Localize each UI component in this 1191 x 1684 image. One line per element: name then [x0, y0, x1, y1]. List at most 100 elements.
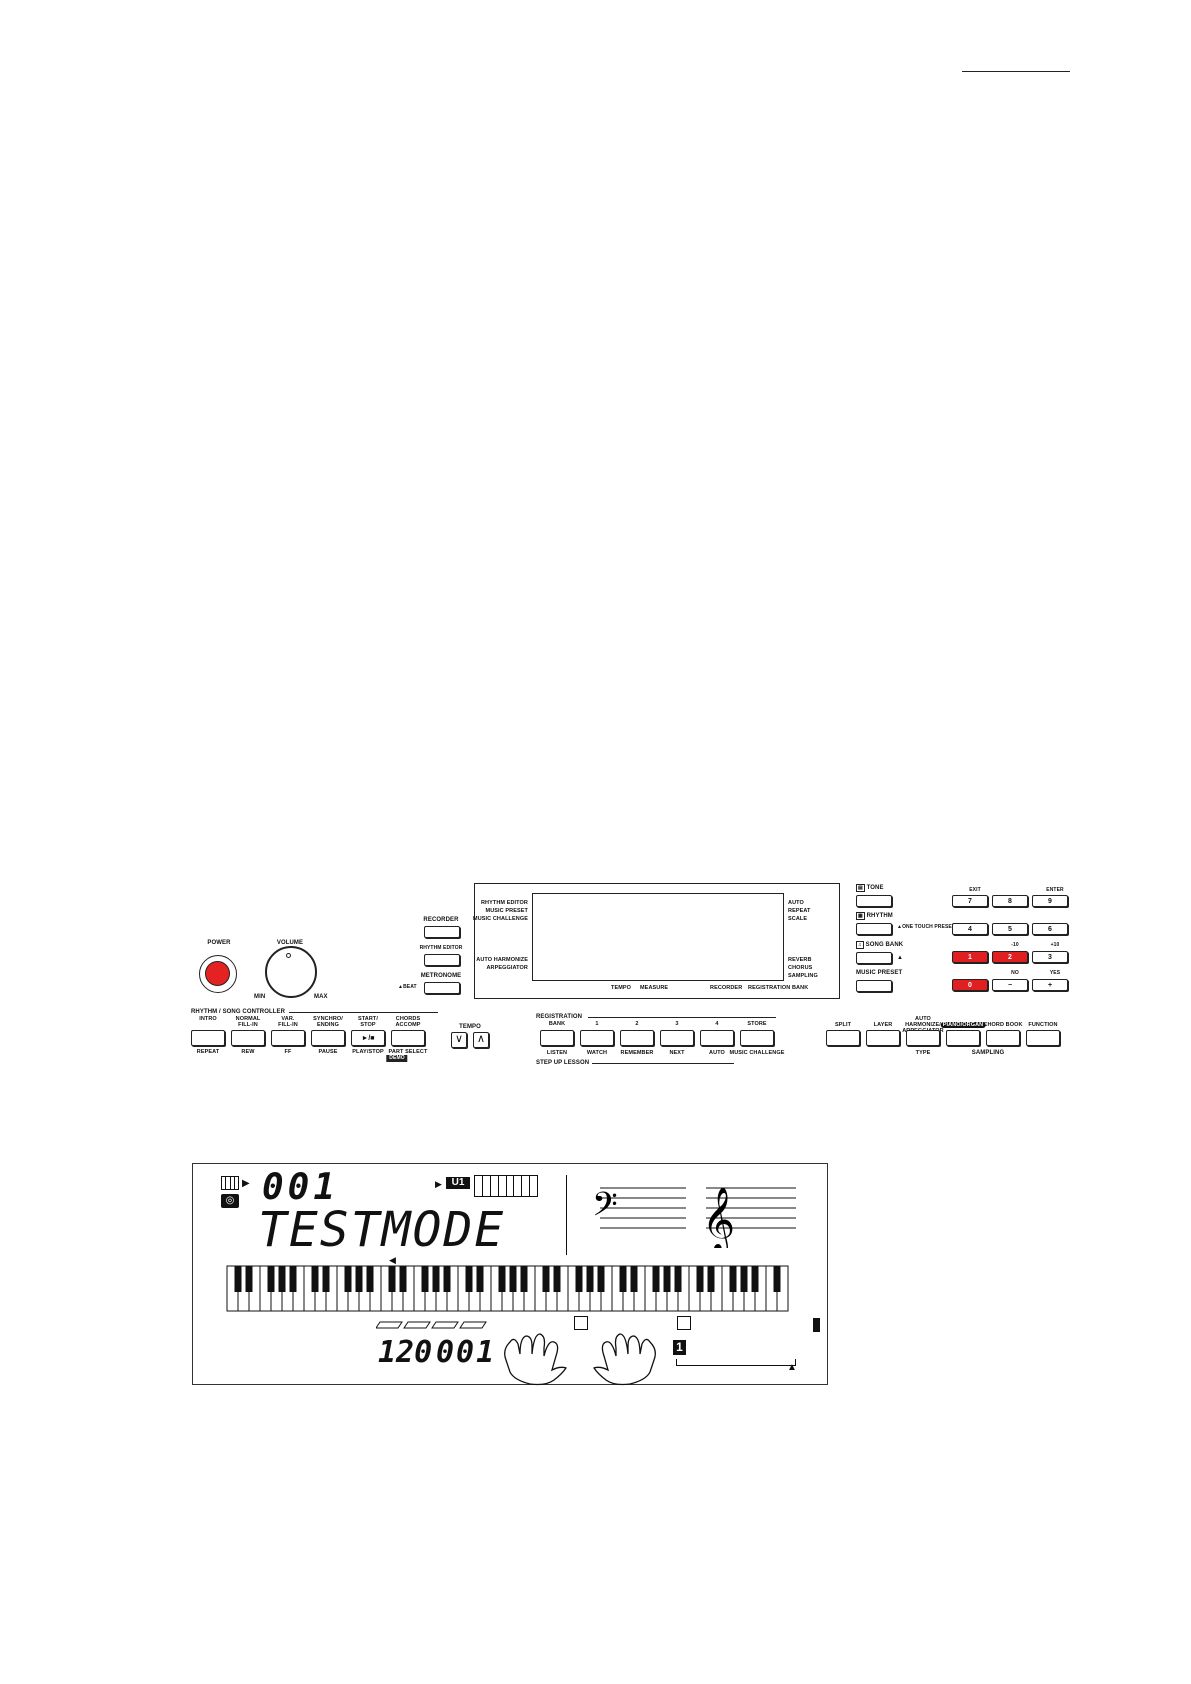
display-label: AUTO: [788, 900, 804, 906]
controller-top-label: FILL-IN: [238, 1022, 258, 1028]
black-key: [311, 1266, 319, 1292]
right-button[interactable]: [826, 1030, 860, 1046]
numpad-key[interactable]: 9: [1032, 895, 1068, 907]
black-key: [267, 1266, 275, 1292]
lcd-number: 001: [262, 1167, 340, 1208]
tempo-down-button[interactable]: ∨: [451, 1032, 467, 1048]
right-button[interactable]: [906, 1030, 940, 1046]
numpad-key[interactable]: −: [992, 979, 1028, 991]
numpad-key[interactable]: 8: [992, 895, 1028, 907]
one-touch-preset-label: ▲ONE TOUCH PRESET: [897, 924, 955, 930]
numpad-key[interactable]: 5: [992, 923, 1028, 935]
right-bottom-label: TYPE: [915, 1050, 931, 1056]
black-key: [729, 1266, 737, 1292]
registration-label: REGISTRATION: [536, 1014, 583, 1020]
numpad-key[interactable]: 0: [952, 979, 988, 991]
song-bank-button[interactable]: [856, 952, 892, 964]
numpad-key[interactable]: 3: [1032, 951, 1068, 963]
black-key: [498, 1266, 506, 1292]
registration-button[interactable]: [660, 1030, 694, 1046]
right-top-label: PIANO/ORGAN: [940, 1022, 986, 1028]
numpad-key-label: +: [1047, 982, 1053, 989]
drum-icon: ◎: [221, 1194, 239, 1208]
treble-clef-icon: 𝄞: [702, 1187, 735, 1248]
registration-button[interactable]: [620, 1030, 654, 1046]
rhythm-button[interactable]: [856, 923, 892, 935]
header-rule: [962, 71, 1070, 72]
controller-button[interactable]: [191, 1030, 225, 1046]
right-button[interactable]: [986, 1030, 1020, 1046]
numpad-key[interactable]: 6: [1032, 923, 1068, 935]
tone-button[interactable]: [856, 895, 892, 907]
recorder-label: RECORDER: [423, 917, 459, 923]
display-label: REVERB: [788, 957, 812, 963]
volume-knob[interactable]: [265, 946, 317, 998]
sampling-label: SAMPLING: [971, 1050, 1005, 1056]
no-label: NO: [1011, 970, 1019, 976]
controller-button[interactable]: [231, 1030, 265, 1046]
controller-top-label: ENDING: [317, 1022, 339, 1028]
power-label: POWER: [207, 940, 231, 946]
music-preset-button[interactable]: [856, 980, 892, 992]
black-key: [432, 1266, 440, 1292]
controller-button[interactable]: [391, 1030, 425, 1046]
beat-segment: [431, 1321, 459, 1329]
display-label: ARPEGGIATOR: [486, 965, 528, 971]
tempo-label: TEMPO: [459, 1024, 481, 1030]
numpad-key[interactable]: 1: [952, 951, 988, 963]
numpad-key[interactable]: +: [1032, 979, 1068, 991]
lcd-divider: [566, 1175, 567, 1255]
black-key: [355, 1266, 363, 1292]
display-label: RECORDER: [710, 985, 743, 991]
numpad-key[interactable]: 7: [952, 895, 988, 907]
right-button[interactable]: [866, 1030, 900, 1046]
plus10-label: +10: [1050, 942, 1060, 948]
right-top-label: CHORD BOOK: [983, 1022, 1023, 1028]
song-bank-label: ♫ SONG BANK: [856, 941, 904, 949]
play-stop-icon: ►/■: [361, 1035, 375, 1042]
registration-top-label: 4: [715, 1021, 719, 1027]
numpad-key[interactable]: 2: [992, 951, 1028, 963]
exit-label: EXIT: [969, 887, 981, 893]
left-hand-indicator: [574, 1316, 588, 1330]
numpad-key[interactable]: 4: [952, 923, 988, 935]
display-label: SAMPLING: [788, 973, 818, 979]
registration-button[interactable]: [740, 1030, 774, 1046]
controller-button[interactable]: ►/■: [351, 1030, 385, 1046]
controller-button[interactable]: [311, 1030, 345, 1046]
controller-top-label: ACCOMP: [395, 1022, 421, 1028]
controller-bottom-label: PLAY/STOP: [352, 1049, 384, 1055]
display-label: MUSIC CHALLENGE: [473, 916, 528, 922]
rhythm-editor-button[interactable]: [424, 954, 460, 966]
right-button[interactable]: [1026, 1030, 1060, 1046]
lesson-rule: [592, 1063, 734, 1064]
metronome-button[interactable]: [424, 982, 460, 994]
black-key: [520, 1266, 528, 1292]
mini-keyboard-icon: [474, 1175, 538, 1197]
black-key: [344, 1266, 352, 1292]
controller-button[interactable]: [271, 1030, 305, 1046]
black-key: [575, 1266, 583, 1292]
black-key: [421, 1266, 429, 1292]
black-key: [465, 1266, 473, 1292]
registration-button[interactable]: [580, 1030, 614, 1046]
progress-marker-icon: ▲: [787, 1362, 797, 1373]
recorder-button[interactable]: [424, 926, 460, 938]
bass-staff: [600, 1187, 686, 1229]
lcd-keyboard: [226, 1265, 789, 1312]
tempo-up-button[interactable]: ∧: [473, 1032, 489, 1048]
volume-label: VOLUME: [276, 940, 304, 946]
selected-triangle-icon: ▶: [242, 1178, 250, 1189]
volume-max-label: MAX: [314, 994, 328, 1000]
registration-button[interactable]: [700, 1030, 734, 1046]
registration-button[interactable]: [540, 1030, 574, 1046]
beat-segment: [403, 1321, 431, 1329]
display-label: CHORUS: [788, 965, 813, 971]
right-button[interactable]: [946, 1030, 980, 1046]
power-button[interactable]: [199, 955, 237, 993]
controller-top-label: INTRO: [199, 1016, 217, 1022]
display-label: MUSIC PRESET: [485, 908, 528, 914]
display-label: MEASURE: [640, 985, 669, 991]
treble-staff: [706, 1187, 796, 1229]
registration-bottom-label: LISTEN: [546, 1050, 568, 1056]
